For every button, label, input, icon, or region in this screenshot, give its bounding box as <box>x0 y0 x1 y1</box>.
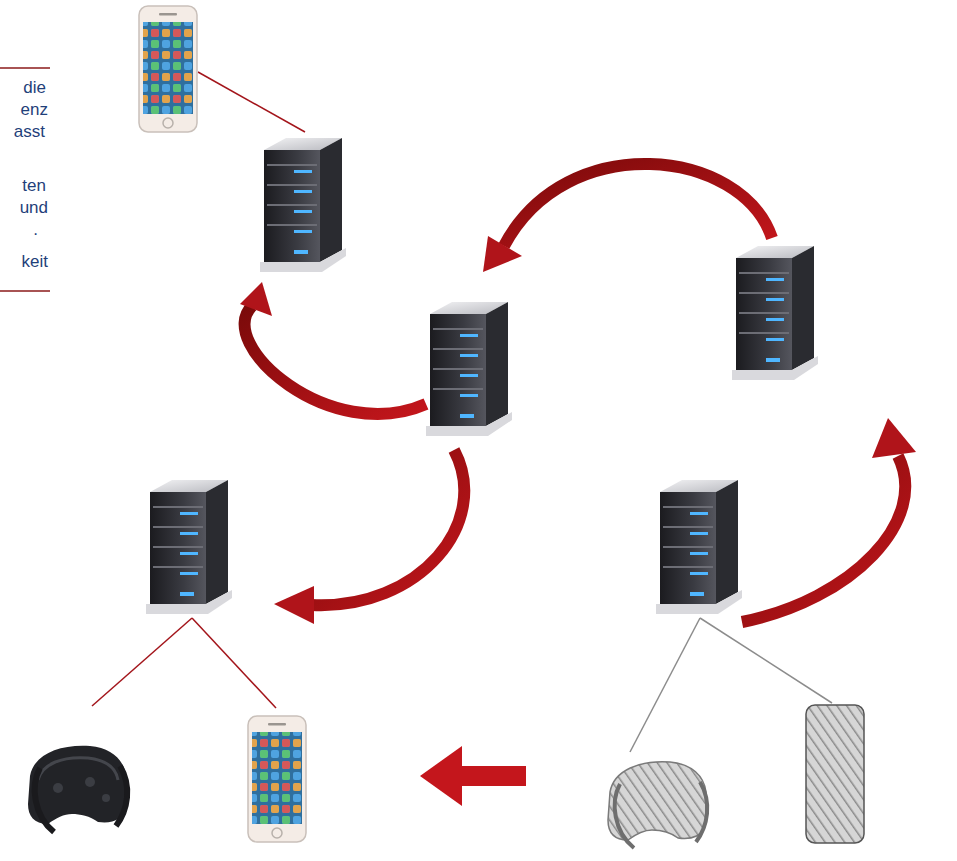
text-fragment: asst <box>14 122 45 142</box>
text-fragment: . <box>33 220 38 240</box>
text-fragment: enz <box>21 100 48 120</box>
text-fragment: keit <box>22 252 48 272</box>
text-fragment: ten <box>22 176 46 196</box>
text-fragment: und <box>20 198 48 218</box>
text-fragment: die <box>23 78 46 98</box>
